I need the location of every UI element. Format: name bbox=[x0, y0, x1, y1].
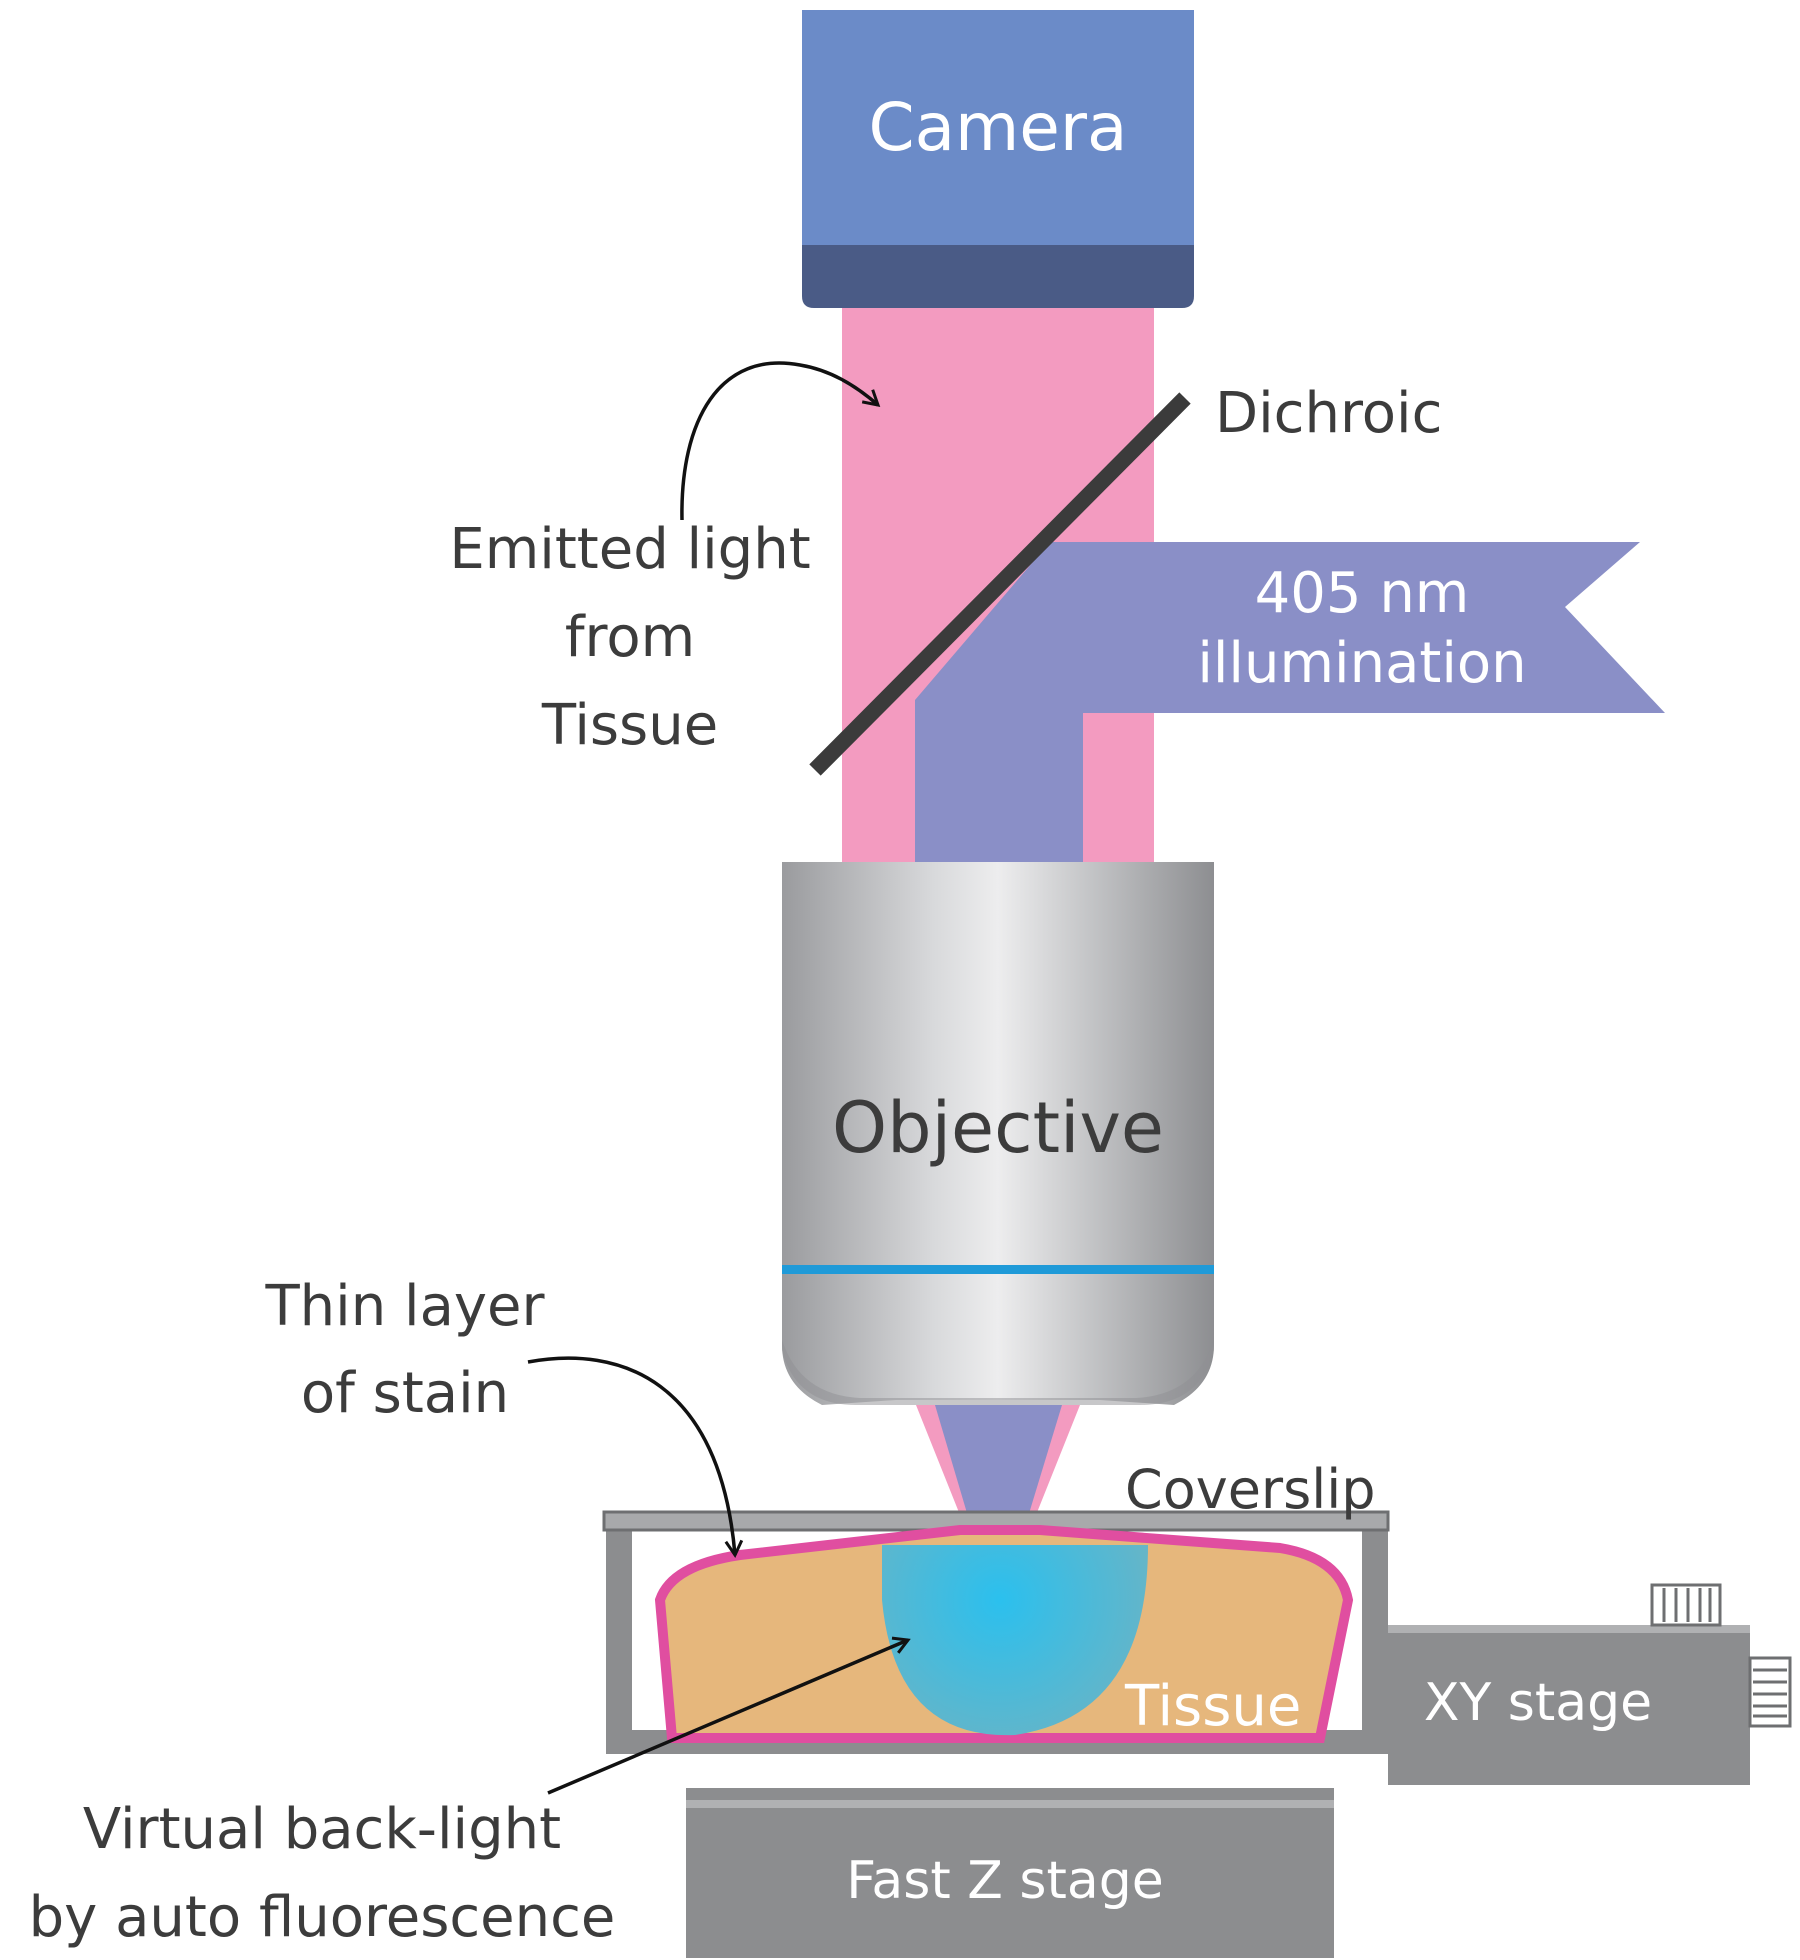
emitted-label-line2: from bbox=[565, 605, 695, 670]
emitted-label-line3: Tissue bbox=[541, 693, 718, 758]
z-stage bbox=[686, 1788, 1334, 1958]
coverslip-label: Coverslip bbox=[1125, 1458, 1376, 1521]
camera bbox=[802, 10, 1194, 308]
dichroic-label: Dichroic bbox=[1215, 381, 1442, 446]
z-stage-label: Fast Z stage bbox=[846, 1851, 1164, 1911]
stain-label-line2: of stain bbox=[301, 1361, 509, 1426]
illumination-beam bbox=[915, 542, 1665, 865]
stain-arrow bbox=[527, 1356, 744, 1559]
camera-label: Camera bbox=[868, 89, 1127, 166]
backlight-glow bbox=[882, 1545, 1148, 1736]
stain-label-line1: Thin layer bbox=[264, 1274, 545, 1339]
backlight-arrow bbox=[547, 1636, 911, 1795]
tissue-label: Tissue bbox=[1124, 1674, 1301, 1739]
tissue-sample bbox=[654, 1525, 1354, 1743]
objective-label: Objective bbox=[832, 1087, 1164, 1169]
xy-stage-label: XY stage bbox=[1424, 1673, 1652, 1733]
illumination-label-line1: 405 nm bbox=[1255, 561, 1470, 626]
emitted-label-line1: Emitted light bbox=[449, 517, 810, 582]
backlight-label-line2: by auto fluorescence bbox=[29, 1885, 616, 1950]
emitted-arrow bbox=[680, 361, 881, 521]
illumination-label-line2: illumination bbox=[1197, 631, 1526, 696]
backlight-label-line1: Virtual back-light bbox=[83, 1797, 561, 1862]
objective bbox=[782, 862, 1214, 1405]
focus-cone bbox=[916, 1405, 1080, 1530]
xy-stage bbox=[1388, 1583, 1792, 1785]
objective-band bbox=[782, 1265, 1214, 1274]
dichroic-mirror bbox=[809, 392, 1191, 776]
